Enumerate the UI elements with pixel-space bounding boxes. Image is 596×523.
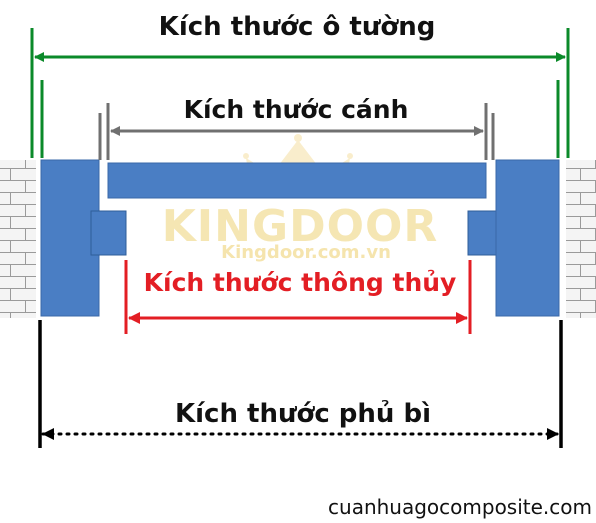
watermark-brand: KINGDOOR (161, 201, 439, 252)
footer-website: cuanhuagocomposite.com (328, 495, 592, 519)
frame-left-jamb (40, 159, 100, 317)
watermark-site: Kingdoor.com.vn (221, 242, 391, 263)
wall-opening-label: Kích thước ô tường (158, 12, 436, 42)
frame-right-jamb (495, 159, 560, 317)
door-leaf (107, 162, 487, 199)
clear-opening-label: Kích thước thông thủy (143, 268, 457, 297)
frame-left-stop (90, 210, 127, 256)
overall-frame-label: Kích thước phủ bì (174, 399, 432, 429)
brick-wall-left (0, 160, 36, 318)
brick-wall-right (566, 160, 596, 318)
door-leaf-label: Kích thước cánh (183, 95, 409, 124)
